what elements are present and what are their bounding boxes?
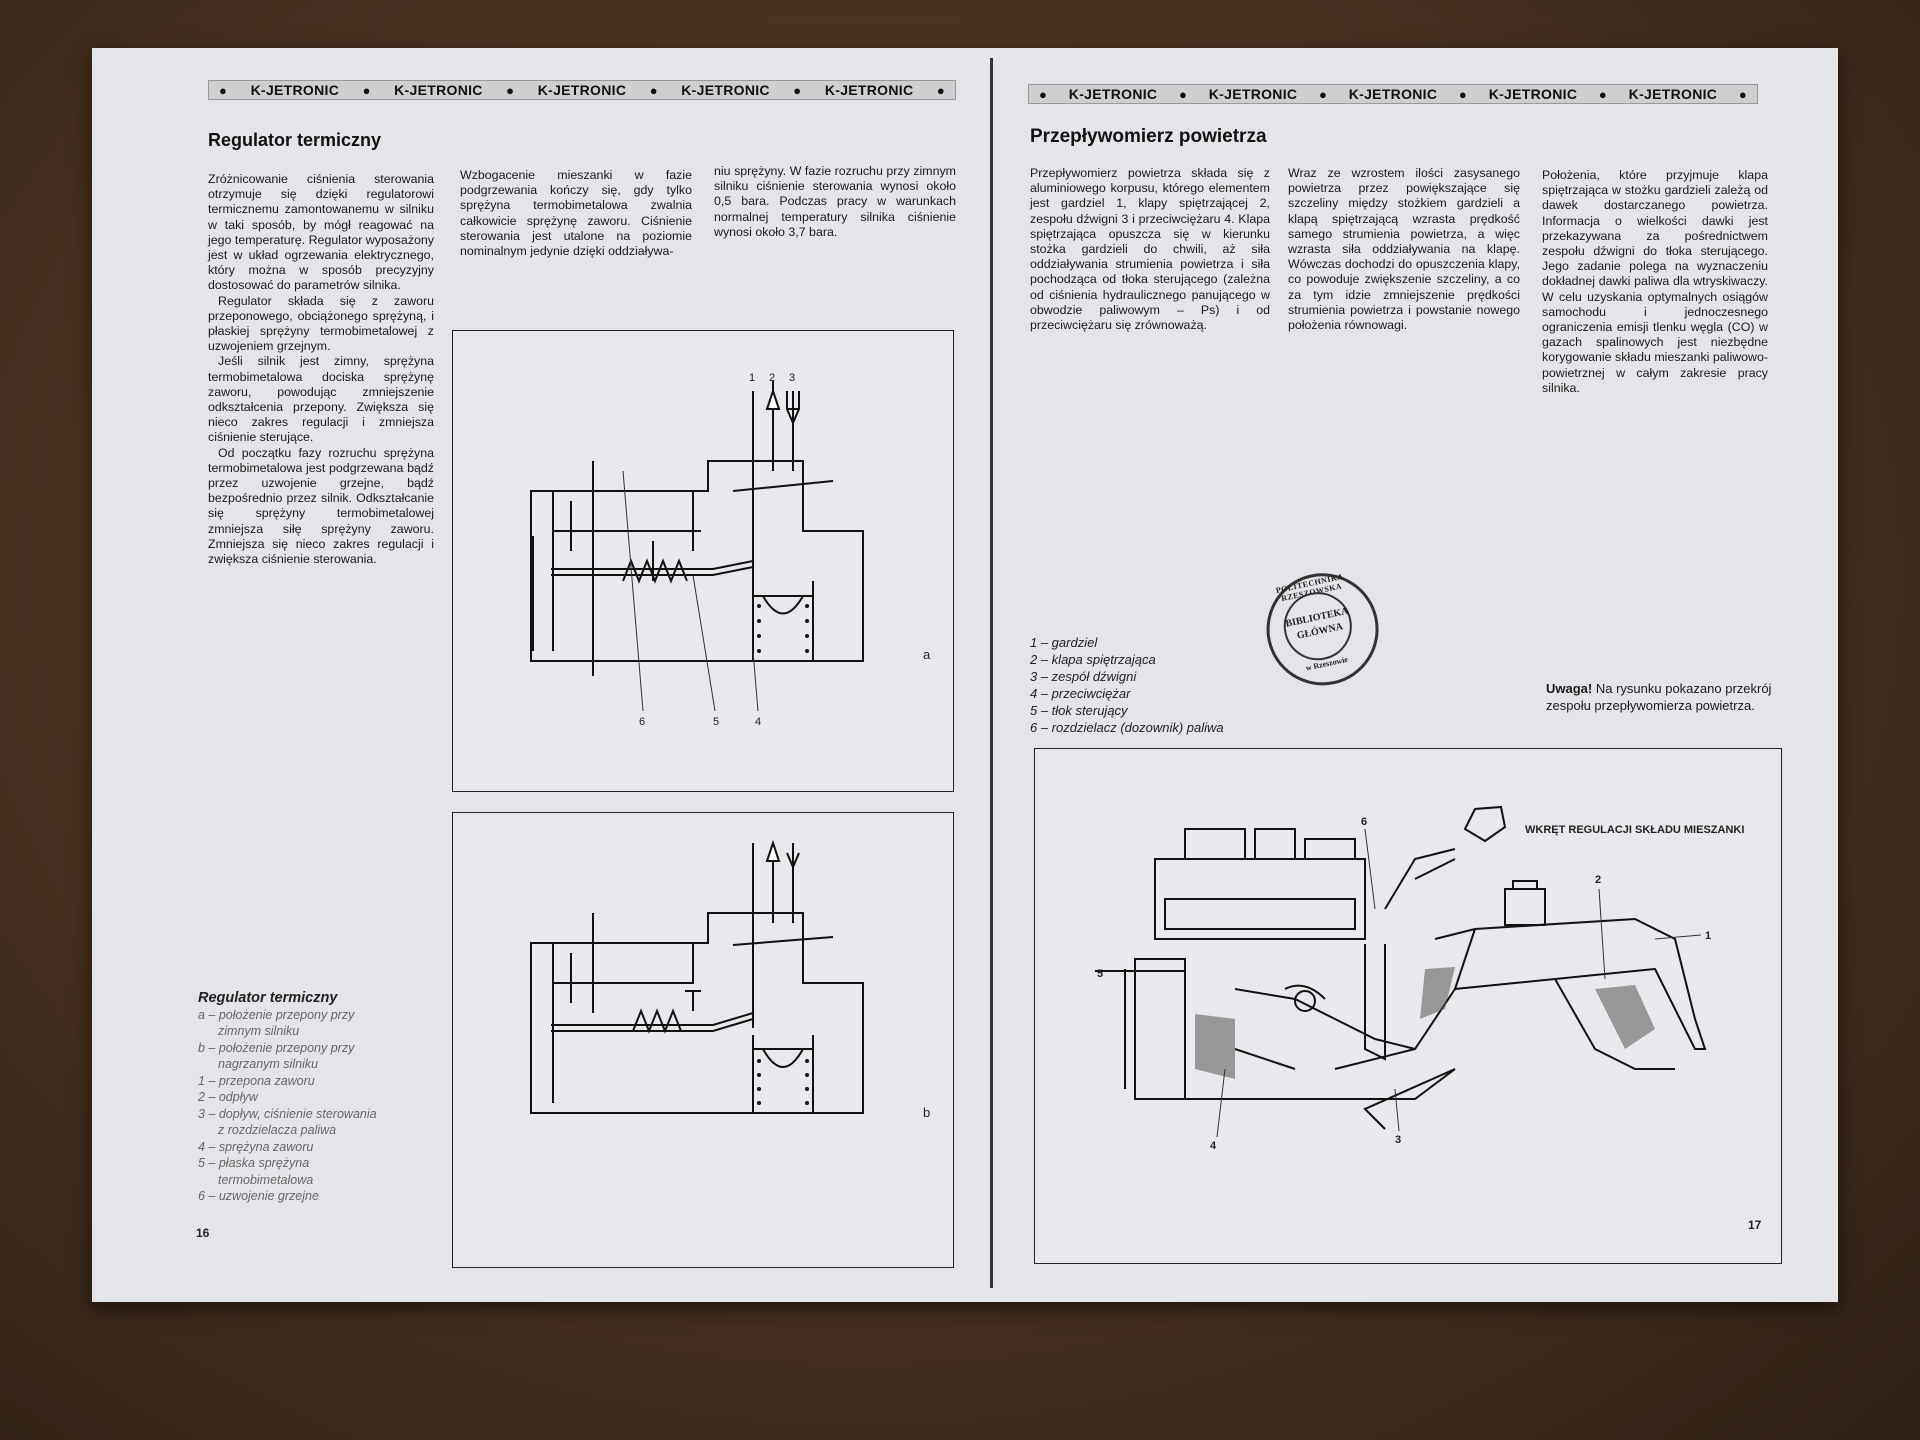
right-page: ●K-JETRONIC ●K-JETRONIC ●K-JETRONIC ●K-J… (996, 48, 1838, 1302)
paragraph: Wzbogacenie mieszanki w fazie podgrzewan… (460, 168, 692, 259)
figure-legend: 1 – gardziel 2 – klapa spiętrzająca 3 – … (1030, 634, 1290, 736)
paragraph: Jeśli silnik jest zimny, sprężyna termob… (208, 354, 434, 445)
text-column-1: Zróżnicowanie ciśnienia sterowania otrzy… (208, 172, 434, 567)
screw-label: WKRĘT REGULACJI SKŁADU MIESZANKI (1525, 824, 1744, 836)
caption-line: a – położenie przepony przy (198, 1007, 355, 1022)
note-label: Uwaga! (1546, 681, 1593, 696)
callout-6: 6 (639, 716, 645, 728)
caption-title: Regulator termiczny (198, 990, 338, 1006)
callout-1: 1 (1705, 930, 1711, 942)
paragraph: niu sprężyny. W fazie rozruchu przy zimn… (714, 164, 956, 239)
caption-line: 1 – przepona zaworu (198, 1073, 315, 1088)
caption-line: 3 – dopływ, ciśnienie sterowania (198, 1106, 377, 1121)
caption-line: z rozdzielacza paliwa (218, 1123, 337, 1137)
caption-line: termobimetalowa (218, 1172, 314, 1187)
legend-item: 6 – rozdzielacz (dozownik) paliwa (1030, 720, 1224, 735)
caption-line: nagrzanym silniku (218, 1057, 319, 1071)
figure-a: 1 2 3 6 5 4 a (452, 330, 954, 792)
banner-label: K-JETRONIC (824, 82, 914, 98)
callout-1: 1 (749, 372, 755, 384)
legend-item: 2 – klapa spiętrzająca (1030, 652, 1156, 667)
callout-3: 3 (789, 372, 795, 384)
paragraph: Przepływomierz powietrza składa się z al… (1030, 166, 1270, 333)
paragraph: Od początku fazy rozruchu sprężyna termo… (208, 445, 434, 567)
banner-label: K-JETRONIC (537, 82, 627, 98)
figure-b: b (452, 812, 954, 1268)
banner-label: K-JETRONIC (250, 82, 340, 98)
banner-label: K-JETRONIC (1208, 86, 1298, 102)
figure-caption: Regulator termiczny a – położenie przepo… (198, 990, 438, 1205)
thermal-regulator-diagram-a: 1 2 3 6 5 4 a (530, 372, 931, 728)
figure-note: Uwaga! Na rysunku pokazano przekrój zesp… (1546, 680, 1776, 714)
caption-line: b – położenie przepony przy (198, 1040, 355, 1055)
page-number: 17 (1748, 1218, 1762, 1232)
figure-letter-b: b (923, 1105, 930, 1120)
banner-label: K-JETRONIC (1068, 86, 1158, 102)
banner-label: K-JETRONIC (1348, 86, 1438, 102)
page-number: 16 (196, 1226, 210, 1240)
caption-line: zimnym silniku (218, 1024, 300, 1038)
open-manual: ●K-JETRONIC ●K-JETRONIC ●K-JETRONIC ●K-J… (92, 48, 1838, 1302)
spine-fold (990, 58, 993, 1288)
text-column-3: Położenia, które przyjmuje klapa spiętrz… (1542, 168, 1768, 396)
caption-line: 5 – płaska sprężyna (198, 1156, 310, 1170)
callout-3: 3 (1395, 1134, 1401, 1146)
text-column-2: Wzbogacenie mieszanki w fazie podgrzewan… (460, 168, 692, 259)
text-column-1: Przepływomierz powietrza składa się z al… (1030, 166, 1270, 333)
caption-line: 2 – odpływ (198, 1090, 258, 1104)
caption-line: 6 – uzwojenie grzejne (198, 1189, 319, 1203)
callout-6: 6 (1361, 816, 1367, 828)
callout-5: 5 (1097, 968, 1103, 980)
air-flow-meter-diagram: WKRĘT REGULACJI SKŁADU MIESZANKI 6 2 1 5… (1095, 805, 1744, 1152)
callout-2: 2 (1595, 874, 1601, 886)
paragraph: Wraz ze wzrostem ilości zasysanego powie… (1288, 166, 1520, 333)
banner-label: K-JETRONIC (394, 82, 483, 98)
banner-label: K-JETRONIC (1488, 86, 1578, 102)
banner-label: K-JETRONIC (681, 82, 770, 98)
text-column-3: niu sprężyny. W fazie rozruchu przy zimn… (714, 164, 956, 240)
legend-item: 3 – zespół dźwigni (1030, 669, 1137, 684)
caption-line: 4 – sprężyna zaworu (198, 1139, 314, 1154)
callout-5: 5 (713, 716, 719, 728)
paragraph: Zróżnicowanie ciśnienia sterowania otrzy… (208, 172, 434, 293)
text-column-2: Wraz ze wzrostem ilości zasysanego powie… (1288, 166, 1520, 333)
callout-2: 2 (769, 372, 775, 384)
air-flow-meter-figure: WKRĘT REGULACJI SKŁADU MIESZANKI 6 2 1 5… (1034, 748, 1782, 1264)
section-banner: ●K-JETRONIC ●K-JETRONIC ●K-JETRONIC ●K-J… (208, 80, 956, 100)
note-text: Na rysunku pokazano przekrój zespołu prz… (1546, 681, 1772, 713)
banner-label: K-JETRONIC (1628, 86, 1718, 102)
legend-item: 1 – gardziel (1030, 635, 1098, 650)
legend-item: 4 – przeciwciężar (1030, 686, 1131, 701)
legend-item: 5 – tłok sterujący (1030, 703, 1128, 718)
section-banner: ●K-JETRONIC ●K-JETRONIC ●K-JETRONIC ●K-J… (1028, 84, 1758, 104)
figure-letter-a: a (923, 647, 931, 662)
left-page: ●K-JETRONIC ●K-JETRONIC ●K-JETRONIC ●K-J… (92, 48, 990, 1302)
section-heading: Regulator termiczny (208, 130, 382, 150)
callout-4: 4 (1210, 1140, 1217, 1152)
paragraph: Regulator składa się z zaworu przeponowe… (208, 293, 434, 354)
paragraph: Położenia, które przyjmuje klapa spiętrz… (1542, 168, 1768, 395)
callout-4: 4 (755, 716, 761, 728)
section-heading: Przepływomierz powietrza (1030, 126, 1267, 147)
thermal-regulator-diagram-b: b (530, 839, 930, 1120)
